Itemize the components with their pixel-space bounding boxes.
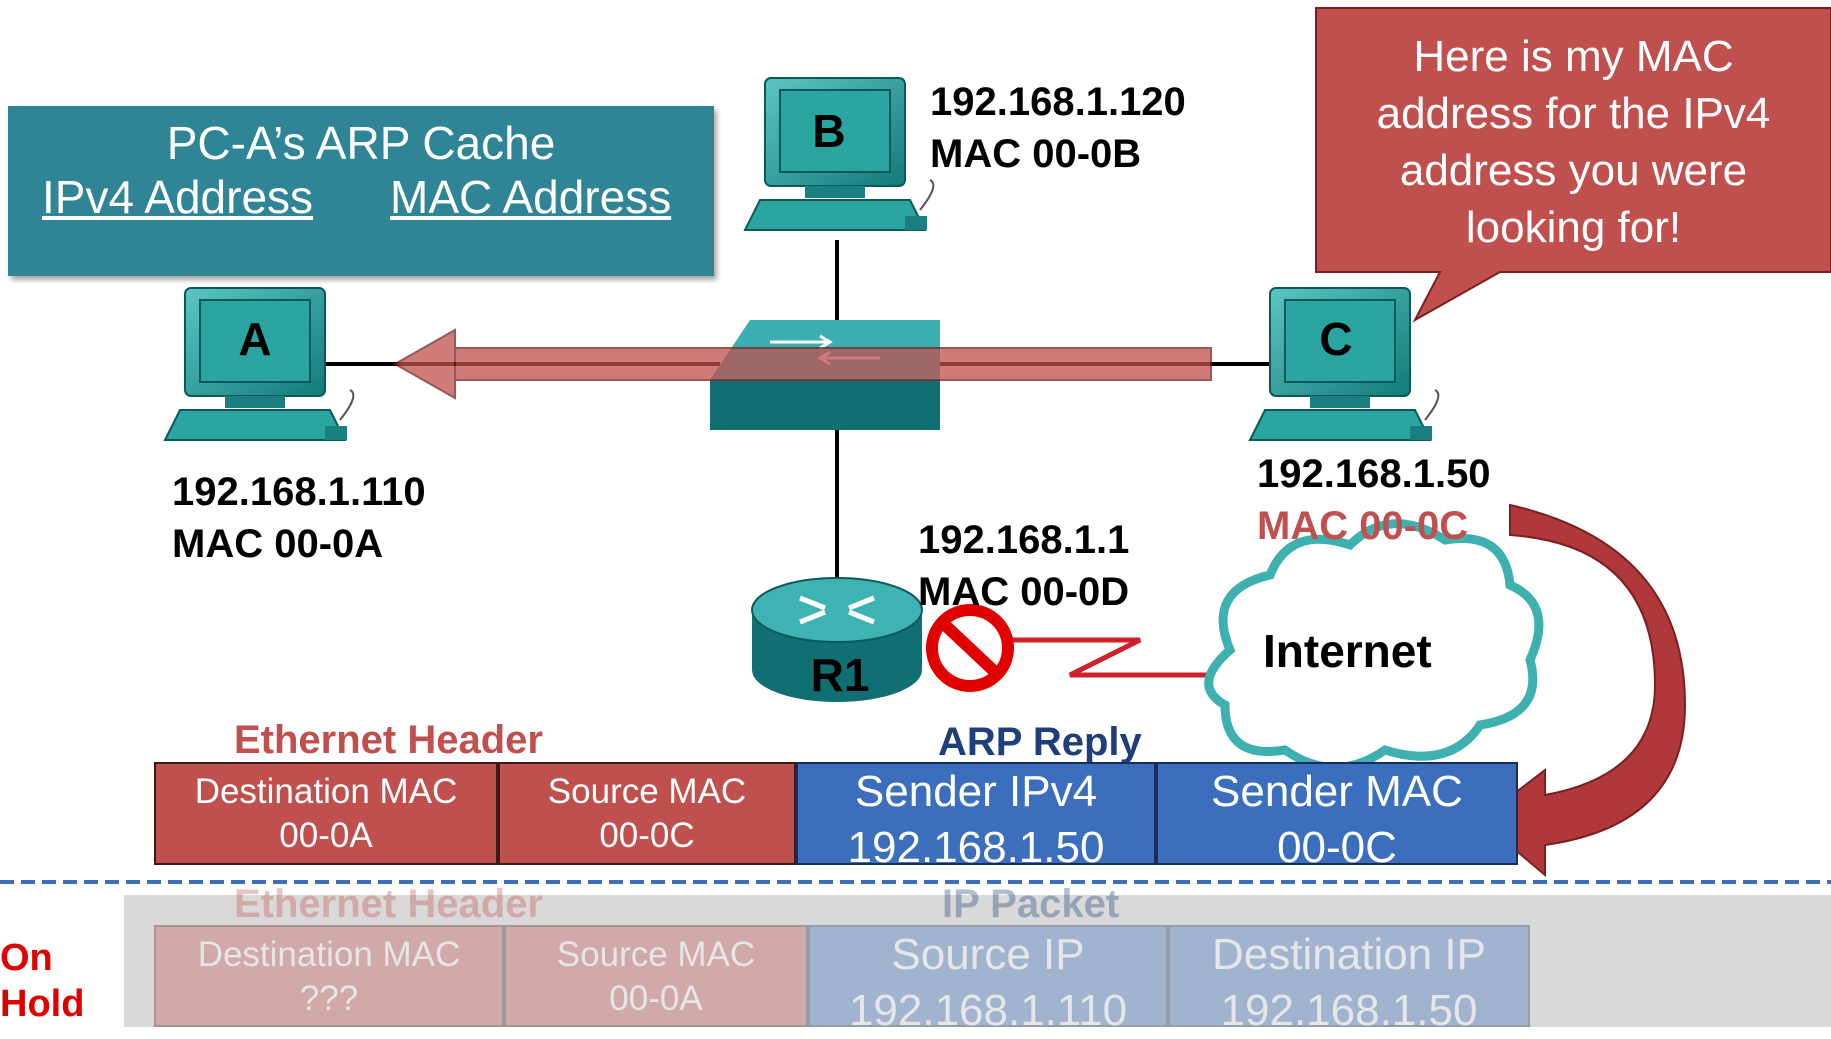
router-ip: 192.168.1.1 xyxy=(918,518,1130,562)
reply-eth-header-label: Ethernet Header xyxy=(234,718,543,762)
internet-cloud-icon xyxy=(1204,519,1544,772)
reply-cell-sender-mac-title: Sender MAC xyxy=(1211,767,1463,816)
held-cell-dest-mac: Destination MAC ??? xyxy=(154,925,504,1027)
held-cell-dest-ip-value: 192.168.1.50 xyxy=(1220,986,1478,1035)
callout-line-2: address for the IPv4 xyxy=(1376,89,1771,138)
held-cell-src-ip-value: 192.168.1.110 xyxy=(848,986,1128,1035)
held-cell-src-ip-title: Source IP xyxy=(891,930,1085,979)
internet-label: Internet xyxy=(1263,625,1432,677)
held-cell-dest-mac-title: Destination MAC xyxy=(197,935,461,974)
pc-b-address: 192.168.1.120 MAC 00-0B xyxy=(930,76,1186,180)
held-cell-dest-ip: Destination IP 192.168.1.50 xyxy=(1168,925,1530,1035)
pc-b-icon xyxy=(743,77,935,231)
router-label: R1 xyxy=(810,649,870,701)
pc-c-address: 192.168.1.50 MAC 00-0C xyxy=(1257,448,1491,552)
cache-col-ipv4: IPv4 Address xyxy=(42,171,314,223)
reply-cell-sender-ip-value: 192.168.1.50 xyxy=(847,823,1105,872)
reply-cell-sender-ip: Sender IPv4 192.168.1.50 xyxy=(796,762,1156,872)
pc-b-ip: 192.168.1.120 xyxy=(930,80,1186,124)
held-cell-src-mac-value: 00-0A xyxy=(609,979,703,1018)
callout-text: Here is my MAC address for the IPv4 addr… xyxy=(1316,28,1831,256)
router-icon xyxy=(751,577,923,702)
reply-cell-dest-mac: Destination MAC 00-0A xyxy=(154,762,498,865)
pc-a-letter: A xyxy=(238,313,272,365)
pc-a-icon xyxy=(163,287,355,441)
held-cell-dest-ip-title: Destination IP xyxy=(1212,930,1486,979)
on-hold-label: On Hold xyxy=(0,935,84,1027)
pc-c-ip: 192.168.1.50 xyxy=(1257,452,1491,496)
curved-arrow xyxy=(1478,503,1687,878)
serial-link xyxy=(960,637,1210,678)
reply-arp-label: ARP Reply xyxy=(938,720,1142,764)
callout-line-3: address you were xyxy=(1399,146,1748,195)
reply-cell-src-mac-title: Source MAC xyxy=(547,772,747,811)
held-cell-src-ip: Source IP 192.168.1.110 xyxy=(808,925,1168,1035)
reply-cell-src-mac: Source MAC 00-0C xyxy=(498,762,796,865)
held-cell-src-mac: Source MAC 00-0A xyxy=(504,925,808,1027)
callout-line-1: Here is my MAC xyxy=(1413,32,1734,81)
pc-c-letter: C xyxy=(1319,313,1353,365)
blocked-icon xyxy=(926,604,1014,692)
reply-cell-dest-mac-title: Destination MAC xyxy=(194,772,458,811)
reply-cell-sender-ip-title: Sender IPv4 xyxy=(854,767,1098,816)
held-eth-header-label: Ethernet Header xyxy=(234,882,543,926)
arp-cache-box: PC-A’s ARP Cache IPv4 Address MAC Addres… xyxy=(8,106,714,276)
cache-col-mac: MAC Address xyxy=(390,171,672,223)
reply-cell-dest-mac-value: 00-0A xyxy=(279,816,373,855)
arp-reply-arrow xyxy=(392,328,1212,400)
pc-a-ip: 192.168.1.110 xyxy=(172,470,426,514)
reply-cell-sender-mac-value: 00-0C xyxy=(1277,823,1397,872)
reply-cell-sender-mac: Sender MAC 00-0C xyxy=(1156,762,1518,872)
callout-line-4: looking for! xyxy=(1465,203,1682,252)
on-hold-line-1: On xyxy=(0,937,53,979)
arp-cache-title: PC-A’s ARP Cache xyxy=(166,117,556,169)
router-address: 192.168.1.1 MAC 00-0D xyxy=(918,514,1129,618)
router-mac: MAC 00-0D xyxy=(918,570,1130,614)
pc-b-letter: B xyxy=(812,105,846,157)
pc-a-address: 192.168.1.110 MAC 00-0A xyxy=(172,466,426,570)
pc-c-mac: MAC 00-0C xyxy=(1257,504,1469,548)
pc-b-mac: MAC 00-0B xyxy=(930,132,1142,176)
callout-bubble xyxy=(1315,7,1831,323)
hold-area xyxy=(124,895,1831,1027)
held-cell-dest-mac-value: ??? xyxy=(299,979,359,1018)
on-hold-line-2: Hold xyxy=(0,983,85,1025)
pc-c-icon xyxy=(1248,287,1440,441)
reply-cell-src-mac-value: 00-0C xyxy=(599,816,695,855)
held-ip-packet-label: IP Packet xyxy=(942,882,1120,926)
held-cell-src-mac-title: Source MAC xyxy=(556,935,756,974)
pc-a-mac: MAC 00-0A xyxy=(172,522,384,566)
